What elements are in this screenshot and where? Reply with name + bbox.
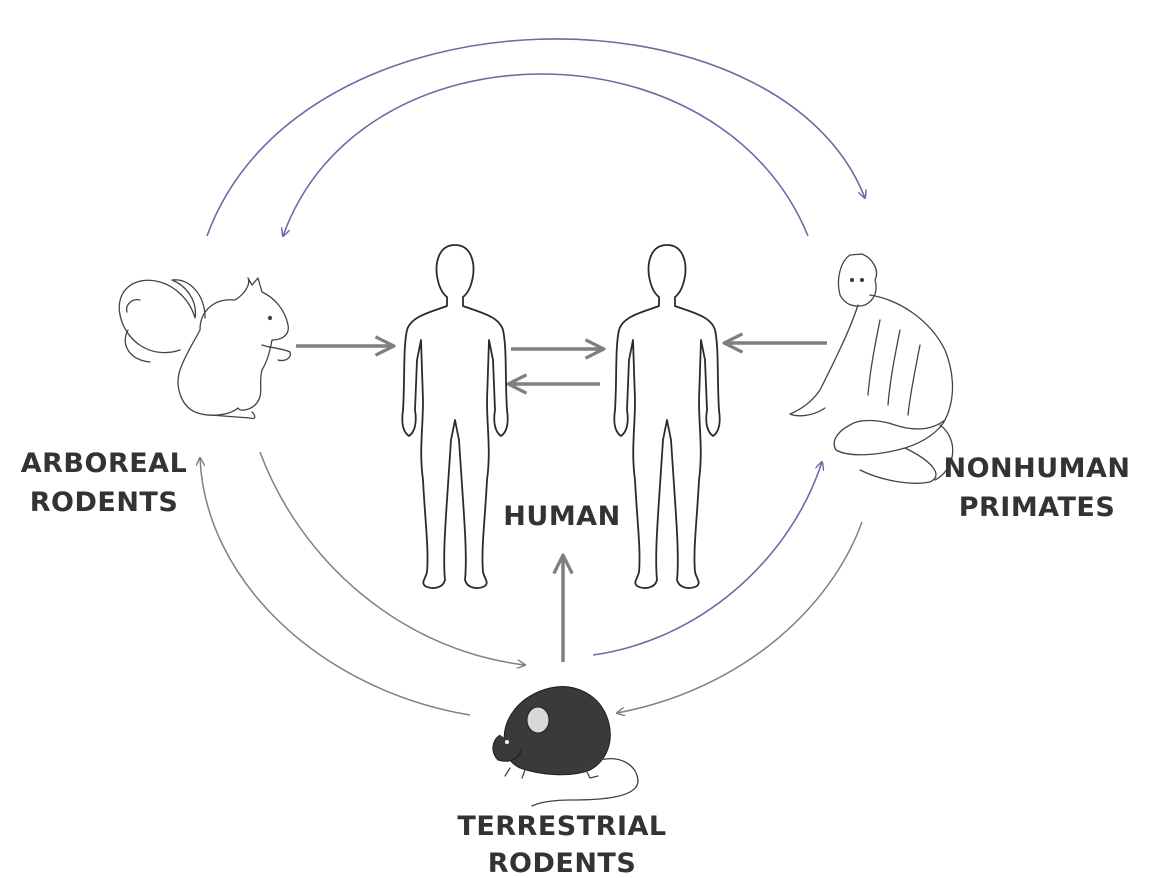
arrow-primates-to-terrestrial [617,522,862,713]
nonhuman-label-line1: NONHUMAN [943,453,1130,484]
nonhuman-label-line2: PRIMATES [959,492,1116,523]
squirrel-icon [119,278,290,419]
terrestrial-label-line2: RODENTS [488,848,637,878]
terrestrial-label-line1: TERRESTRIAL [457,811,666,842]
human-label: HUMAN [503,501,620,532]
arboreal-label-line2: RODENTS [30,487,179,518]
arrow-primates-to-arboreal [283,74,808,236]
human-silhouette-icon [402,245,508,588]
arrow-terrestrial-to-primates [593,462,822,655]
arboreal-label-line1: ARBOREAL [21,448,188,479]
arrow-arboreal-to-terrestrial [260,452,525,665]
mouse-icon [493,687,638,806]
monkey-icon [790,254,953,483]
arrow-arboreal-to-primates [207,39,865,236]
arrow-terrestrial-to-arboreal [200,458,470,715]
human-silhouette-icon [614,245,720,588]
